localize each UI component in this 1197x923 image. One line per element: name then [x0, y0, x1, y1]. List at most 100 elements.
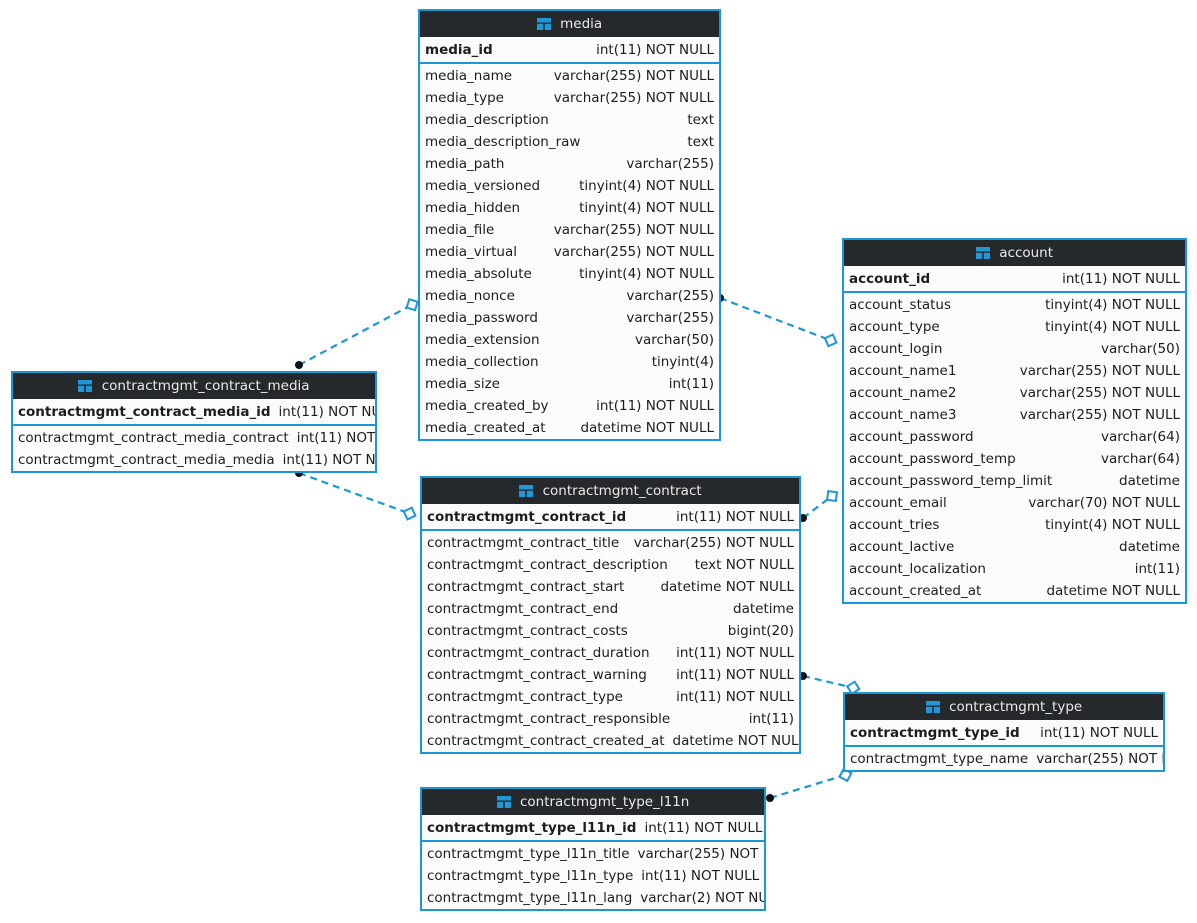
- attribute-name: media_hidden: [425, 200, 521, 216]
- attribute-type: varchar(255): [626, 156, 714, 172]
- attribute-type: varchar(64): [1100, 429, 1180, 445]
- attribute-type: bigint(20): [727, 623, 794, 639]
- attribute-name: contractmgmt_type_id: [850, 724, 1020, 741]
- attribute-name: media_collection: [425, 354, 539, 370]
- attribute-type: tinyint(4) NOT NULL: [1045, 319, 1180, 335]
- entity-header-account: account: [844, 240, 1185, 266]
- entity-account[interactable]: account account_id int(11) NOT NULL acco…: [842, 238, 1187, 604]
- relationship-contractmgmt_contract-to-contractmgmt_type: [799, 672, 861, 696]
- attribute-row: account_localization int(11): [844, 558, 1185, 580]
- relationship-target-diamond: [823, 333, 838, 348]
- attribute-row: account_login varchar(50): [844, 338, 1185, 360]
- attribute-type: varchar(255) NOT NULL: [553, 90, 714, 106]
- attribute-name: contractmgmt_contract_media_contract: [18, 430, 289, 446]
- attribute-name: contractmgmt_contract_media_id: [18, 403, 271, 420]
- relationship-line: [769, 775, 841, 800]
- entity-name: contractmgmt_contract: [542, 483, 702, 499]
- attribute-row: media_nonce varchar(255): [420, 285, 719, 307]
- relationship-target-diamond: [825, 489, 839, 503]
- entity-contractmgmt-type-l11n[interactable]: contractmgmt_type_l11n contractmgmt_type…: [420, 787, 766, 911]
- attribute-name: contractmgmt_type_l11n_lang: [427, 890, 633, 906]
- attribute-name: media_created_by: [425, 398, 549, 414]
- attribute-name: contractmgmt_contract_id: [427, 508, 627, 525]
- attribute-type: varchar(50): [1100, 341, 1180, 357]
- attribute-type: datetime: [1119, 539, 1180, 555]
- relationship-target-diamond: [402, 506, 417, 521]
- attribute-type: int(11) NOT NULL: [278, 403, 375, 420]
- attribute-name: account_localization: [849, 561, 986, 577]
- attribute-type: tinyint(4) NOT NULL: [579, 200, 714, 216]
- attribute-name: account_name2: [849, 385, 957, 401]
- attribute-type: int(11) NOT NULL: [596, 398, 714, 414]
- attribute-type: int(11) NOT NULL: [596, 41, 714, 58]
- attribute-name: media_type: [425, 90, 504, 106]
- primary-key-row: contractmgmt_contract_media_id int(11) N…: [13, 399, 375, 426]
- attribute-name: account_created_at: [849, 583, 982, 599]
- relationship-line: [719, 296, 826, 340]
- attribute-type: int(11): [1134, 561, 1180, 577]
- entity-contractmgmt-type[interactable]: contractmgmt_type contractmgmt_type_id i…: [843, 692, 1165, 772]
- attribute-type: int(11) NOT NULL: [1040, 724, 1158, 741]
- attribute-type: varchar(255) NOT NULL: [1036, 751, 1163, 767]
- attribute-type: varchar(255) NOT NULL: [1019, 363, 1180, 379]
- attribute-name: contractmgmt_contract_warning: [427, 667, 647, 683]
- attribute-type: int(11) NOT NULL: [641, 868, 760, 884]
- entity-contractmgmt-contract-media[interactable]: contractmgmt_contract_media contractmgmt…: [11, 371, 377, 473]
- relationship-media-to-account: [716, 294, 838, 348]
- attribute-type: int(11) NOT NULL: [676, 667, 794, 683]
- attribute-name: media_nonce: [425, 288, 515, 304]
- attribute-type: varchar(255) NOT NULL: [553, 68, 714, 84]
- attribute-name: contractmgmt_contract_responsible: [427, 711, 671, 727]
- attribute-type: varchar(64): [1100, 451, 1180, 467]
- table-icon: [78, 375, 93, 399]
- attribute-type: varchar(255) NOT NULL: [633, 535, 794, 551]
- relationship-source-dot: [766, 794, 774, 802]
- attribute-row: contractmgmt_type_l11n_type int(11) NOT N…: [422, 865, 764, 887]
- primary-key-row: contractmgmt_contract_id int(11) NOT NUL…: [422, 504, 799, 531]
- relationship-line: [802, 498, 828, 519]
- entity-contractmgmt-contract[interactable]: contractmgmt_contract contractmgmt_contr…: [420, 476, 801, 754]
- attribute-type: text: [687, 112, 714, 128]
- attribute-row: media_type varchar(255) NOT NULL: [420, 87, 719, 109]
- attribute-name: account_login: [849, 341, 943, 357]
- attribute-list: contractmgmt_type_name varchar(255) NOT N…: [845, 747, 1163, 770]
- attribute-name: contractmgmt_type_l11n_title: [427, 846, 630, 862]
- attribute-name: account_tries: [849, 517, 940, 533]
- attribute-name: media_versioned: [425, 178, 541, 194]
- attribute-name: media_absolute: [425, 266, 532, 282]
- attribute-name: account_password_temp_limit: [849, 473, 1053, 489]
- relationship-contractmgmt_contract_media-to-contractmgmt_contract: [295, 469, 417, 521]
- attribute-name: media_path: [425, 156, 505, 172]
- entity-media[interactable]: media media_id int(11) NOT NULL media_na…: [418, 9, 721, 441]
- attribute-name: contractmgmt_type_l11n_type: [427, 868, 634, 884]
- attribute-type: varchar(255): [626, 288, 714, 304]
- attribute-type: int(11) NOT NULL: [676, 508, 794, 525]
- entity-name: contractmgmt_type: [949, 699, 1083, 715]
- attribute-type: varchar(255) NOT NULL: [1019, 385, 1180, 401]
- attribute-type: varchar(255) NOT NULL: [553, 244, 714, 260]
- relationship-contractmgmt_contract-to-account: [799, 489, 839, 522]
- attribute-name: media_extension: [425, 332, 540, 348]
- attribute-type: int(11) NOT NULL: [1062, 270, 1180, 287]
- attribute-row: media_created_by int(11) NOT NULL: [420, 395, 719, 417]
- primary-key-row: media_id int(11) NOT NULL: [420, 37, 719, 64]
- attribute-name: contractmgmt_type_name: [850, 751, 1029, 767]
- attribute-name: media_created_at: [425, 420, 546, 436]
